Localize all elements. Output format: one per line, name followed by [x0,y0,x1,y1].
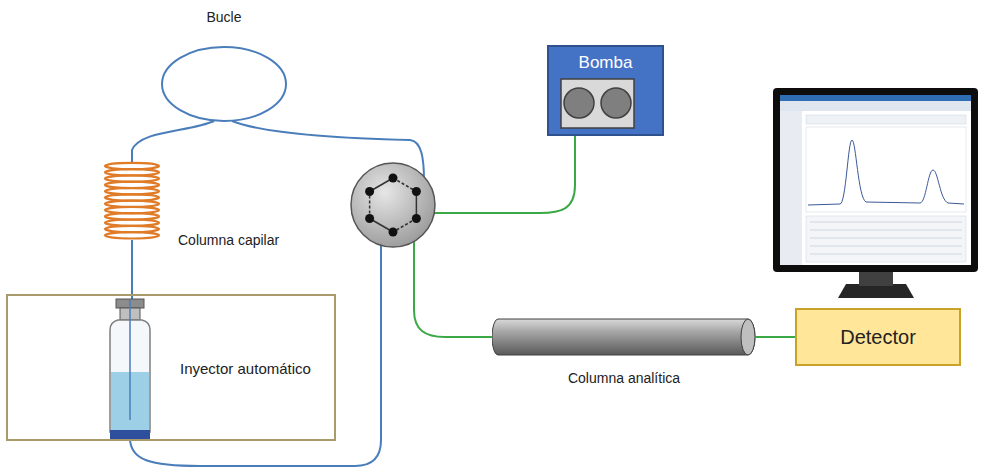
computer-monitor [773,88,978,298]
capillary-column-label: Columna capilar [178,232,279,248]
tubing-connector [756,336,795,338]
pump-box-text: Bomba [549,47,662,73]
tubing [131,240,133,300]
six-port-valve [351,163,435,247]
tubing [432,135,575,213]
autosampler-box-text: Inyector automático [180,360,311,377]
detector-box-text: Detector [840,326,916,349]
capillary-coil [105,163,159,239]
autosampler-box: Inyector automático [6,294,336,441]
analytical-column-text: Columna analítica [492,370,756,386]
tubing [414,241,492,337]
pump-box: Bomba [547,45,664,136]
loop-label: Bucle [206,9,241,25]
detector-box: Detector [795,308,961,366]
tubing [132,121,214,163]
tubing [130,232,381,466]
analytical-column: Columna analítica [492,318,756,356]
column-cylinder [492,318,756,356]
sample-vial [110,299,150,439]
sample-loop [162,47,286,121]
